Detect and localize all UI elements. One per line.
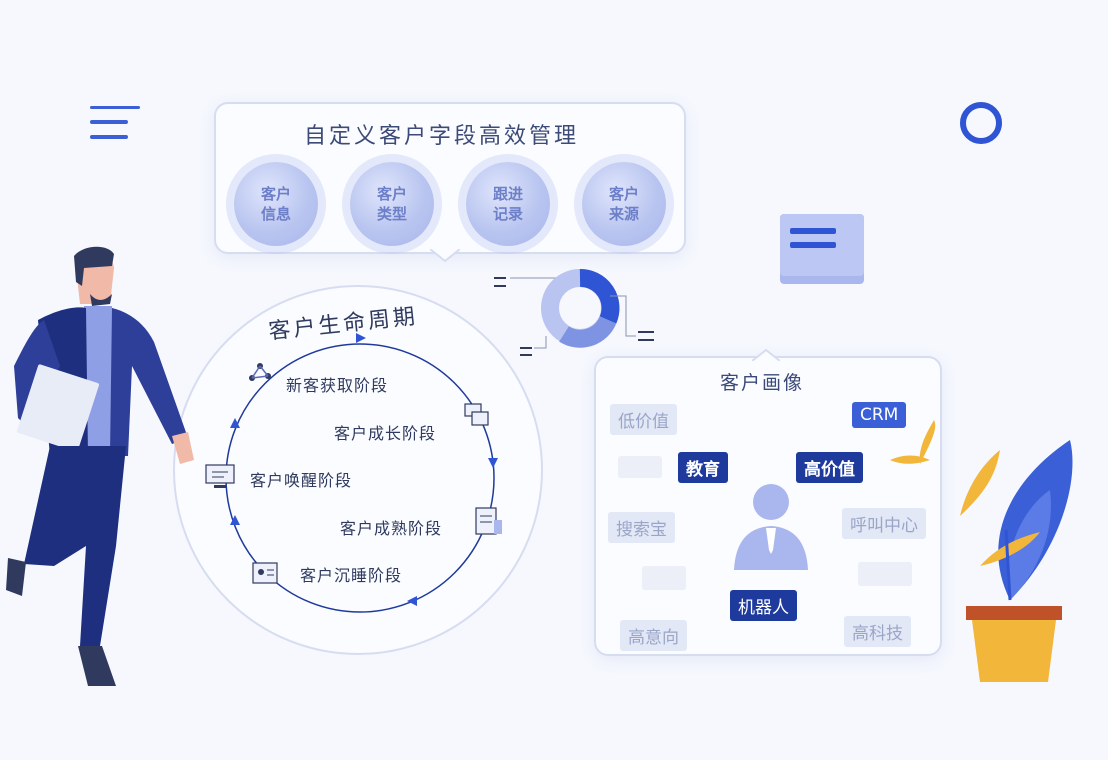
field-bubble-label: 跟进记录 — [492, 185, 523, 223]
card-pointer — [751, 346, 781, 362]
stage-reactivate: 客户唤醒阶段 — [250, 471, 353, 490]
field-bubble-customer-info[interactable]: 客户信息 — [234, 162, 318, 246]
tag-search: 搜索宝 — [608, 512, 675, 543]
stage-growth: 客户成长阶段 — [334, 424, 437, 443]
tag-high-tech: 高科技 — [844, 616, 911, 647]
chat-bubble-icon — [776, 210, 868, 288]
tag-robot: 机器人 — [730, 590, 797, 621]
document-icon — [462, 402, 492, 428]
field-bubble-label: 客户类型 — [376, 185, 407, 223]
stage-mature: 客户成熟阶段 — [340, 519, 443, 538]
donut-chart-icon — [486, 256, 666, 368]
field-bubble-customer-source[interactable]: 客户来源 — [582, 162, 666, 246]
tag-blank — [618, 456, 662, 478]
stage-new-customer: 新客获取阶段 — [286, 376, 389, 395]
customer-portrait-card: 客户画像 低价值 CRM 教育 高价值 搜索宝 呼叫中心 机器人 高意向 高科技 — [594, 356, 942, 656]
tag-high-intent: 高意向 — [620, 620, 687, 651]
tag-call-center: 呼叫中心 — [842, 508, 926, 539]
card-pointer — [429, 248, 461, 263]
tag-education: 教育 — [678, 452, 728, 483]
plant-illustration — [860, 420, 1100, 690]
report-icon — [474, 506, 504, 535]
tag-high-value: 高价值 — [796, 452, 863, 483]
network-icon — [244, 360, 274, 386]
portrait-title: 客户画像 — [720, 372, 805, 394]
custom-fields-title: 自定义客户字段高效管理 — [304, 124, 580, 149]
tag-low-value: 低价值 — [610, 404, 677, 435]
menu-icon[interactable] — [88, 104, 142, 144]
ring-icon — [956, 98, 1006, 148]
person-illustration — [4, 246, 200, 690]
tag-blank — [858, 562, 912, 586]
monitor-icon — [204, 462, 235, 488]
id-card-icon — [250, 558, 280, 584]
custom-fields-card: 自定义客户字段高效管理 客户信息 客户类型 跟进记录 客户来源 — [214, 102, 686, 254]
person-avatar-icon — [726, 480, 816, 570]
field-bubble-follow-up[interactable]: 跟进记录 — [466, 162, 550, 246]
tag-crm: CRM — [852, 402, 907, 428]
tag-blank — [642, 566, 686, 590]
stage-dormant: 客户沉睡阶段 — [300, 566, 403, 585]
field-bubble-customer-type[interactable]: 客户类型 — [350, 162, 434, 246]
field-bubble-label: 客户来源 — [608, 185, 639, 223]
field-bubble-label: 客户信息 — [260, 185, 291, 223]
